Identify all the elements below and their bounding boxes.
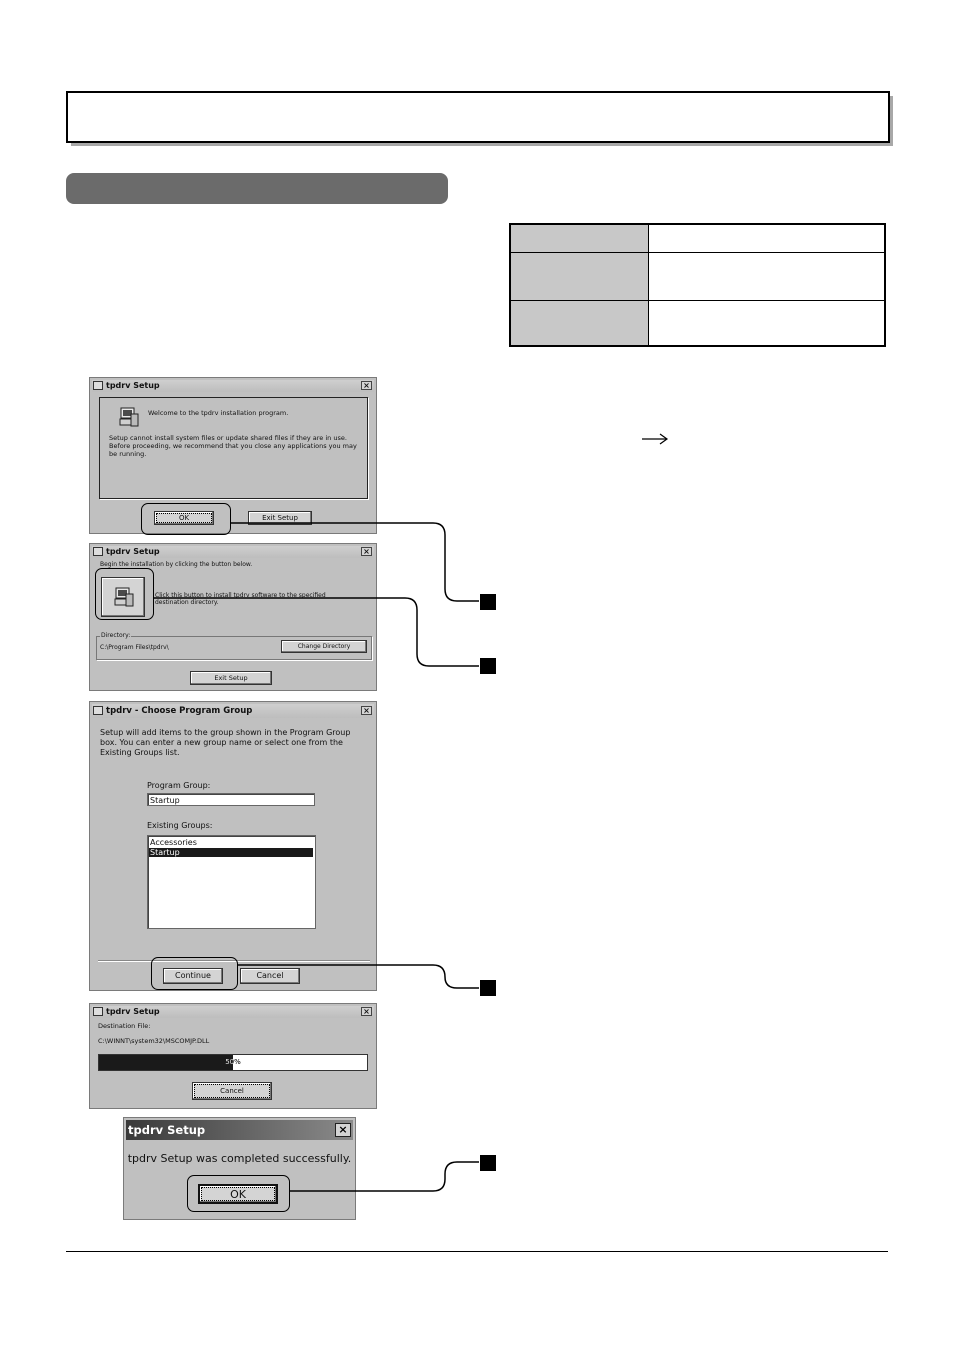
program-group-input[interactable]: Startup	[147, 793, 315, 806]
program-group-dialog: tpdrv - Choose Program Group × Setup wil…	[89, 701, 377, 991]
install-hint-text: Click this button to install tpdrv softw…	[155, 592, 326, 606]
cancel-button[interactable]: Cancel	[240, 968, 300, 984]
callout-ring-ok	[141, 503, 231, 535]
directory-value: C:\Program Files\tpdrv\	[100, 644, 169, 651]
progress-bar-fill	[99, 1055, 233, 1070]
right-arrow-icon	[642, 433, 669, 445]
info-table-row-divider	[511, 252, 884, 253]
setup-complete-message: tpdrv Setup was completed successfully.	[127, 1152, 352, 1165]
cancel-button[interactable]: Cancel	[192, 1082, 272, 1100]
change-directory-button[interactable]: Change Directory	[281, 640, 367, 653]
program-group-label: Program Group:	[147, 781, 211, 790]
section-heading-bar	[66, 173, 448, 204]
close-icon[interactable]: ×	[361, 381, 372, 390]
step-marker	[480, 1155, 496, 1171]
exit-setup-button[interactable]: Exit Setup	[248, 511, 312, 525]
destination-file-label: Destination File:	[98, 1022, 151, 1030]
info-table-label-column	[511, 225, 649, 345]
close-icon[interactable]: ×	[361, 706, 372, 715]
computer-setup-icon	[119, 407, 139, 427]
progress-percent: 50%	[225, 1058, 241, 1066]
install-dialog-title: tpdrv Setup	[106, 547, 160, 556]
directory-label: Directory:	[100, 632, 132, 639]
list-item-selected[interactable]: Startup	[149, 848, 313, 857]
exit-setup-button[interactable]: Exit Setup	[190, 671, 272, 685]
step-marker	[480, 658, 496, 674]
info-table	[509, 223, 886, 347]
welcome-body-text: Setup cannot install system files or upd…	[109, 434, 357, 458]
setup-app-icon	[93, 381, 103, 390]
step-marker	[480, 980, 496, 996]
install-button[interactable]	[101, 577, 145, 617]
copy-progress-dialog: tpdrv Setup × Destination File: C:\WINNT…	[89, 1003, 377, 1109]
welcome-message-frame: Welcome to the tpdrv installation progra…	[99, 397, 368, 499]
existing-groups-list[interactable]: Accessories Startup	[147, 835, 316, 929]
welcome-dialog: tpdrv Setup × Welcome to the tpdrv insta…	[89, 377, 377, 534]
callout-ring-install	[95, 568, 154, 620]
setup-app-icon	[93, 1007, 103, 1016]
continue-button[interactable]: Continue	[163, 968, 223, 984]
callout-ring-continue	[151, 957, 238, 990]
program-group-dialog-titlebar: tpdrv - Choose Program Group ×	[92, 704, 374, 718]
list-item[interactable]: Accessories	[150, 838, 197, 847]
welcome-dialog-title: tpdrv Setup	[106, 381, 160, 390]
close-icon[interactable]: ×	[361, 1007, 372, 1016]
program-group-intro: Setup will add items to the group shown …	[100, 728, 351, 757]
page-header-box	[66, 91, 890, 143]
computer-setup-icon	[114, 587, 134, 607]
ok-button[interactable]: OK	[198, 1184, 278, 1204]
install-dialog-titlebar: tpdrv Setup ×	[92, 546, 374, 558]
welcome-heading: Welcome to the tpdrv installation progra…	[148, 409, 289, 417]
setup-complete-title: tpdrv Setup	[128, 1123, 206, 1137]
close-icon[interactable]: ×	[361, 547, 372, 556]
progress-bar: 50%	[98, 1054, 368, 1071]
setup-app-icon	[93, 706, 103, 715]
close-icon[interactable]: ×	[335, 1123, 351, 1137]
setup-complete-dialog: tpdrv Setup × tpdrv Setup was completed …	[123, 1117, 356, 1220]
copy-dialog-titlebar: tpdrv Setup ×	[92, 1006, 374, 1018]
program-group-dialog-title: tpdrv - Choose Program Group	[106, 706, 253, 716]
step-marker	[480, 594, 496, 610]
welcome-dialog-titlebar: tpdrv Setup ×	[92, 380, 374, 392]
footer-rule	[66, 1251, 888, 1252]
destination-file-value: C:\WINNT\system32\MSCOMJP.DLL	[98, 1037, 210, 1045]
ok-button[interactable]: OK	[154, 511, 214, 525]
copy-dialog-title: tpdrv Setup	[106, 1007, 160, 1016]
existing-groups-label: Existing Groups:	[147, 821, 213, 830]
setup-complete-titlebar: tpdrv Setup ×	[126, 1120, 353, 1140]
setup-app-icon	[93, 547, 103, 556]
install-intro-text: Begin the installation by clicking the b…	[100, 561, 253, 568]
info-table-row-divider	[511, 300, 884, 301]
callout-ring-complete-ok	[187, 1175, 290, 1212]
